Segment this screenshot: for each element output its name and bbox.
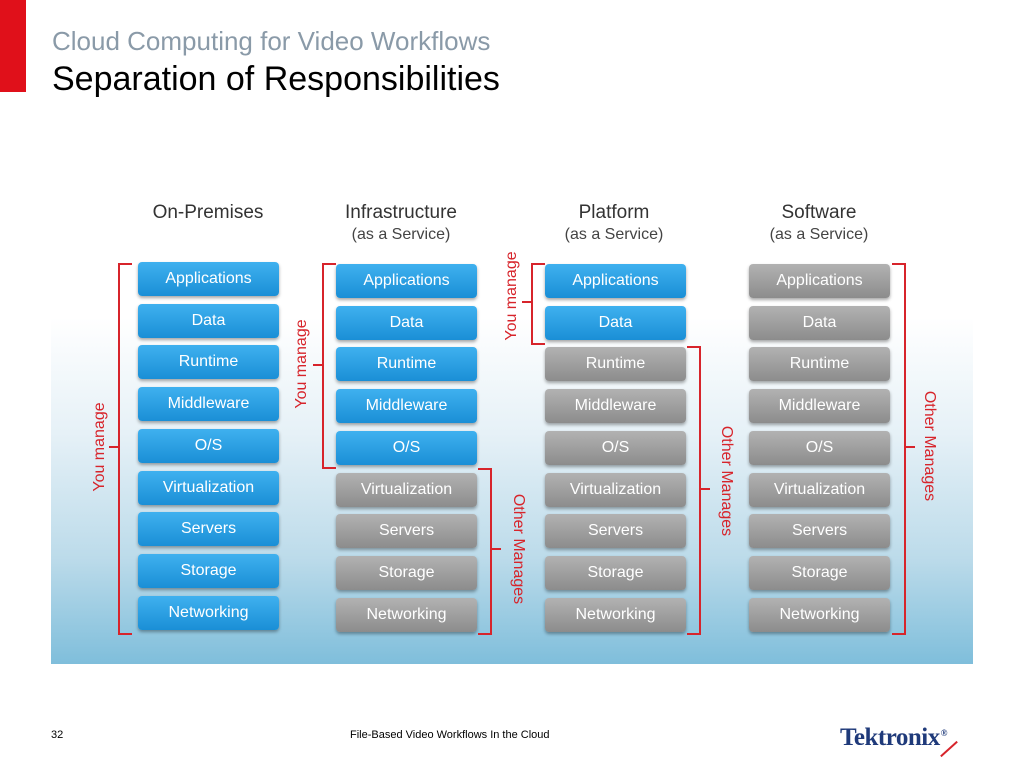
label-you-manage-iaas: You manage	[293, 319, 310, 409]
responsibility-diagram: On-Premises Infrastructure (as a Service…	[51, 183, 973, 664]
registered-mark: ®	[940, 728, 948, 738]
label-you-manage-paas: You manage	[503, 251, 520, 341]
layer-box-middleware: Middleware	[749, 389, 890, 424]
bracket-other-manages-paas	[687, 346, 701, 635]
brand-red-bar	[0, 0, 26, 92]
layer-box-data: Data	[336, 305, 477, 340]
layer-box-applications: Applications	[138, 262, 279, 296]
layer-box-runtime: Runtime	[336, 347, 477, 382]
bracket-tick	[492, 548, 501, 550]
layer-box-applications: Applications	[336, 264, 477, 298]
layer-box-networking: Networking	[545, 597, 686, 632]
layer-box-servers: Servers	[138, 512, 279, 547]
bracket-tick	[701, 488, 710, 490]
bracket-you-manage-on-premises	[118, 263, 132, 635]
column-subtitle: (as a Service)	[769, 226, 869, 243]
column-title: Software	[781, 202, 857, 223]
layer-box-data: Data	[749, 305, 890, 340]
bracket-you-manage-iaas	[322, 263, 336, 469]
layer-box-middleware: Middleware	[138, 387, 279, 422]
layer-box-data: Data	[545, 305, 686, 340]
page-number: 32	[51, 729, 64, 741]
tektronix-logo: Tektronix®	[840, 724, 947, 752]
layer-box-runtime: Runtime	[138, 345, 279, 380]
layer-box-virtualization: Virtualization	[138, 470, 279, 505]
layer-box-storage: Storage	[138, 553, 279, 588]
bracket-tick	[906, 446, 915, 448]
column-header-on-premises: On-Premises	[108, 202, 308, 224]
layer-box-servers: Servers	[749, 514, 890, 549]
logo-wordmark: Tektronix	[840, 724, 940, 751]
column-header-paas: Platform (as a Service)	[514, 202, 714, 246]
layer-box-storage: Storage	[545, 555, 686, 590]
column-header-iaas: Infrastructure (as a Service)	[301, 202, 501, 246]
slide-title: Separation of Responsibilities	[52, 60, 500, 98]
layer-box-virtualization: Virtualization	[749, 472, 890, 507]
layer-box-storage: Storage	[749, 555, 890, 590]
column-subtitle: (as a Service)	[351, 226, 451, 243]
layer-box-storage: Storage	[336, 555, 477, 590]
label-other-manages-saas: Other Manages	[921, 390, 938, 502]
layer-box-servers: Servers	[545, 514, 686, 549]
bracket-tick	[109, 446, 118, 448]
layer-box-o-s: O/S	[138, 428, 279, 463]
layer-box-o-s: O/S	[336, 430, 477, 465]
column-header-saas: Software (as a Service)	[719, 202, 919, 246]
column-title: On-Premises	[152, 202, 264, 223]
layer-box-applications: Applications	[545, 264, 686, 298]
layer-box-runtime: Runtime	[749, 347, 890, 382]
bracket-you-manage-paas	[531, 263, 545, 345]
layer-box-servers: Servers	[336, 514, 477, 549]
label-other-manages-iaas: Other Manages	[510, 493, 527, 605]
column-title: Infrastructure	[345, 202, 457, 223]
layer-box-applications: Applications	[749, 264, 890, 298]
layer-box-networking: Networking	[336, 597, 477, 632]
layer-box-middleware: Middleware	[545, 389, 686, 424]
layer-box-virtualization: Virtualization	[336, 472, 477, 507]
bracket-other-manages-saas	[892, 263, 906, 635]
bracket-tick	[313, 364, 322, 366]
label-other-manages-paas: Other Manages	[718, 425, 735, 537]
footer-text: File-Based Video Workflows In the Cloud	[350, 729, 550, 741]
slide-subtitle: Cloud Computing for Video Workflows	[52, 26, 491, 56]
bracket-other-manages-iaas	[478, 468, 492, 635]
layer-box-middleware: Middleware	[336, 389, 477, 424]
layer-box-virtualization: Virtualization	[545, 472, 686, 507]
column-title: Platform	[578, 202, 650, 223]
bracket-tick	[522, 301, 531, 303]
layer-box-networking: Networking	[138, 595, 279, 630]
column-subtitle: (as a Service)	[564, 226, 664, 243]
layer-box-o-s: O/S	[749, 430, 890, 465]
layer-box-networking: Networking	[749, 597, 890, 632]
layer-box-data: Data	[138, 303, 279, 338]
layer-box-o-s: O/S	[545, 430, 686, 465]
layer-box-runtime: Runtime	[545, 347, 686, 382]
label-you-manage-on-premises: You manage	[91, 402, 108, 492]
